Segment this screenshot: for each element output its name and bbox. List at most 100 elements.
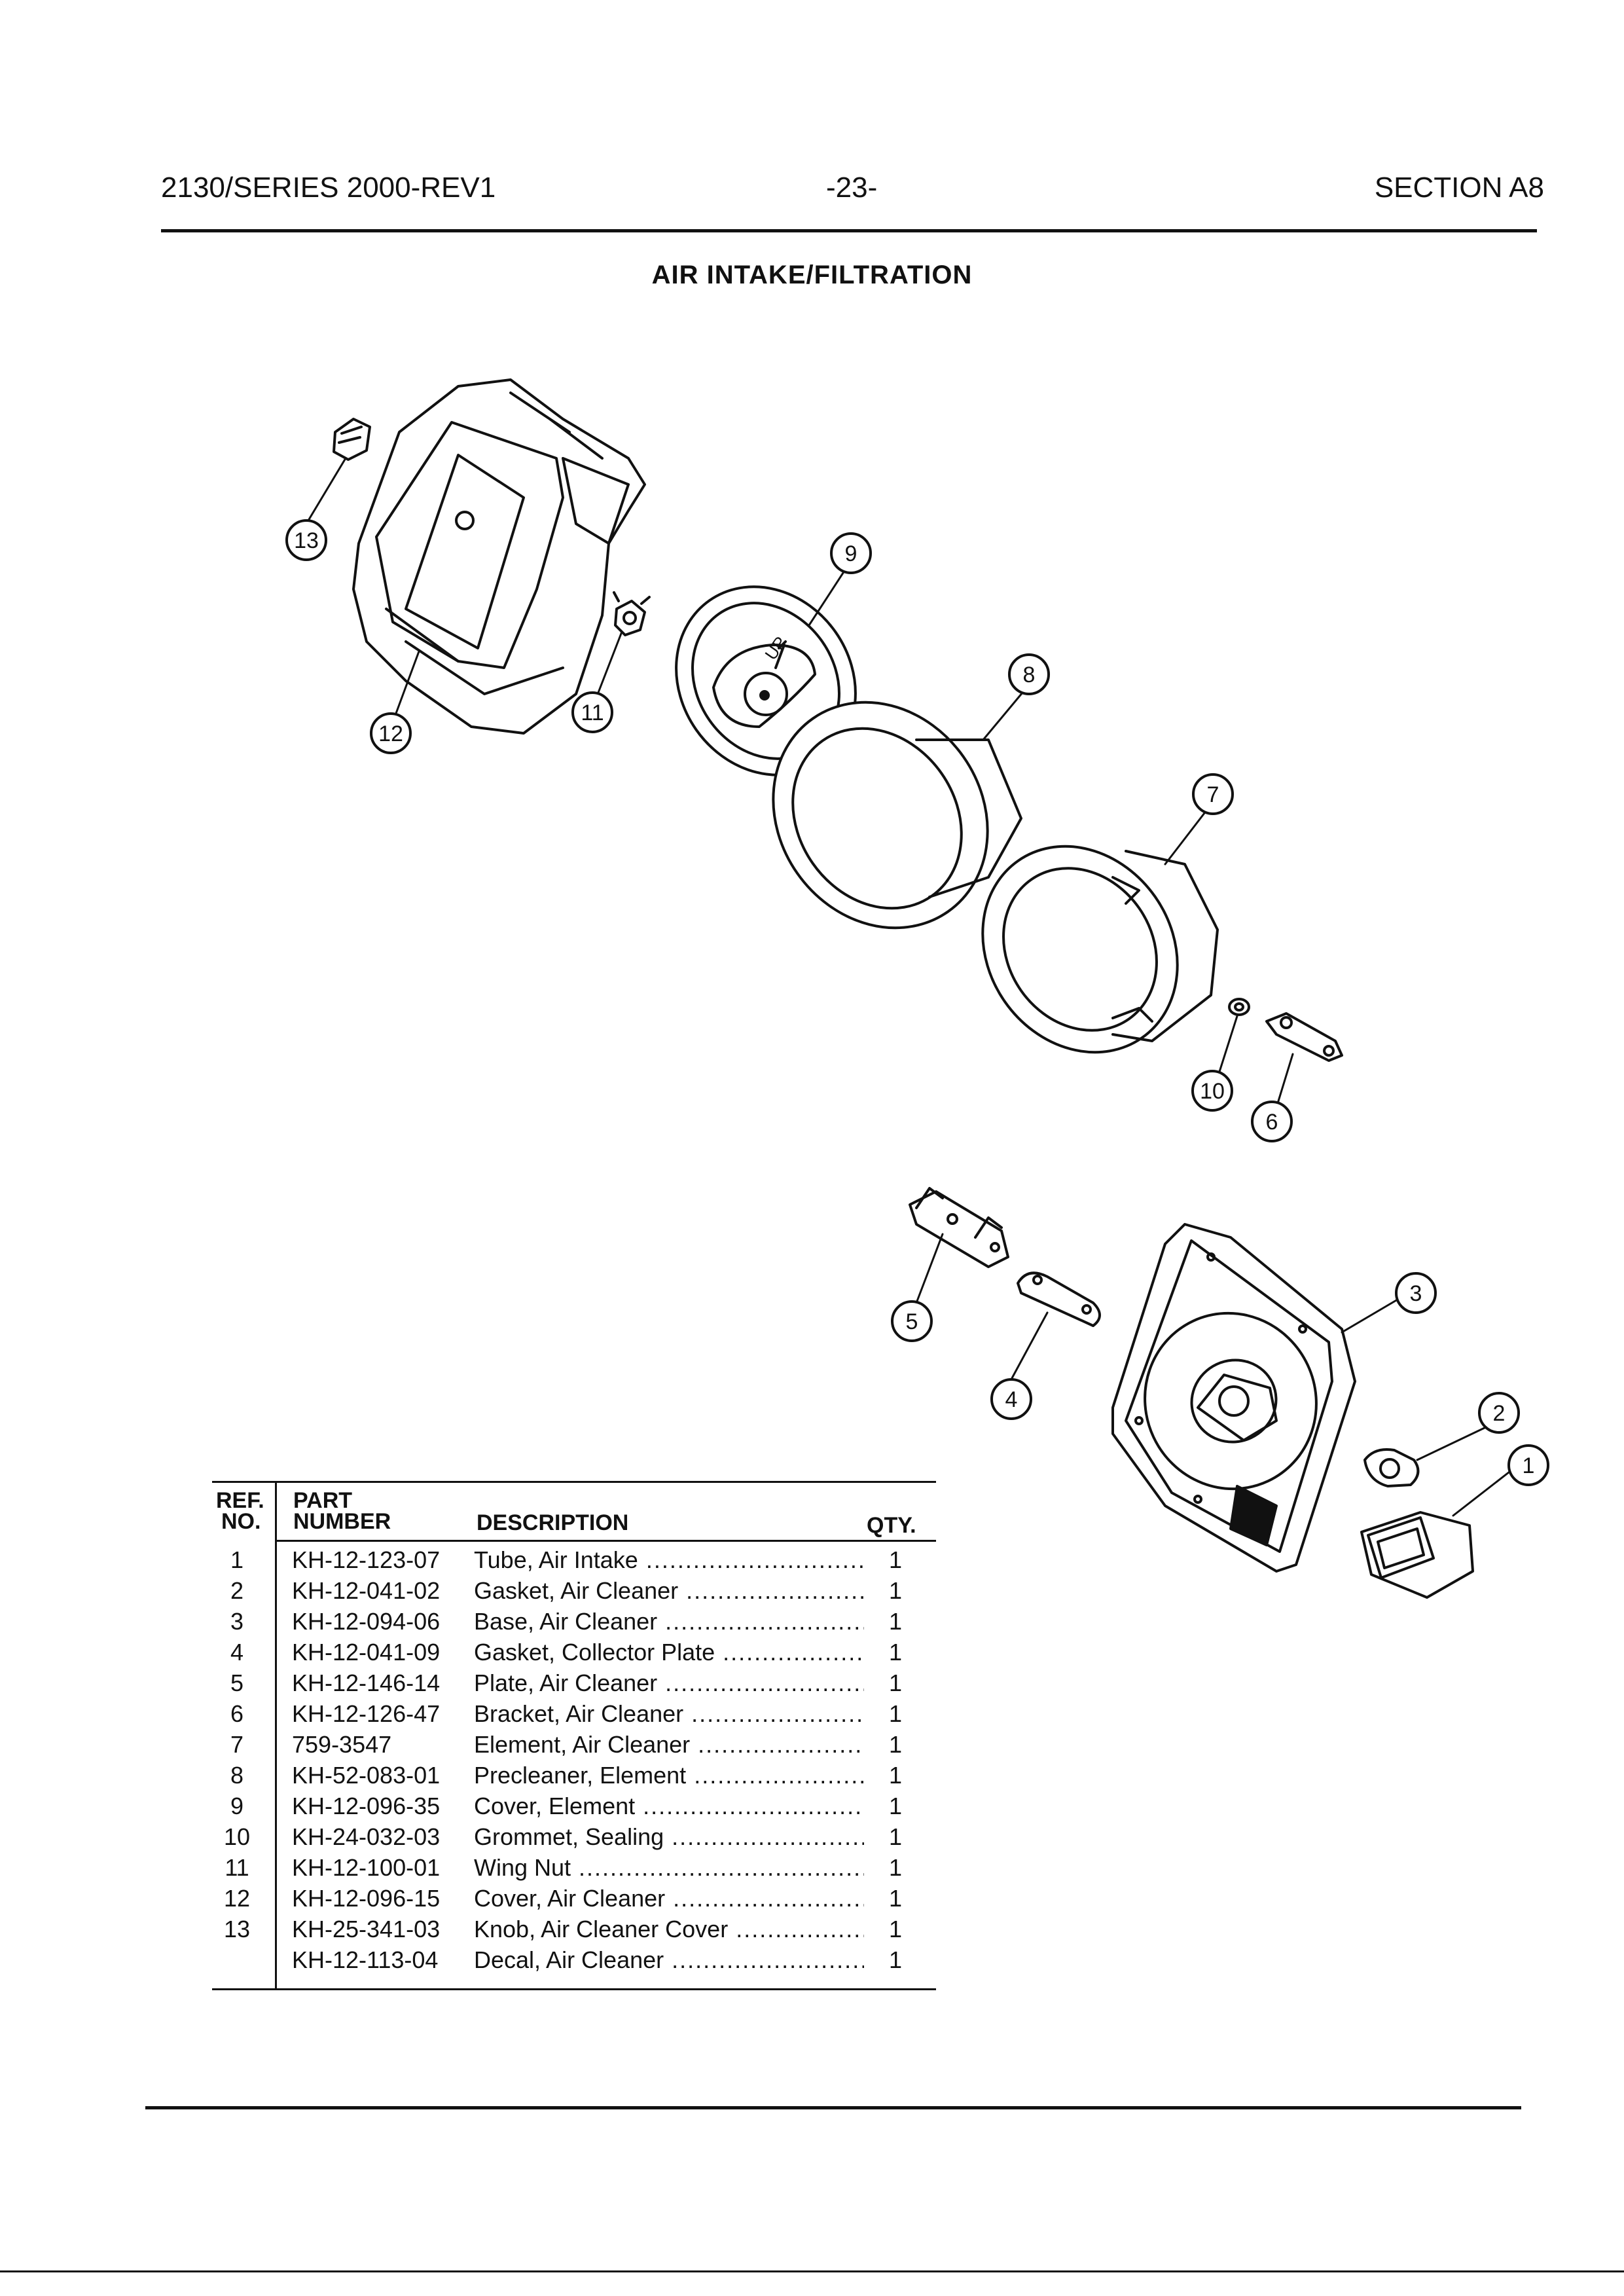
precleaner-part-8	[772, 701, 1022, 930]
dot-leader: ........................................…	[723, 1639, 864, 1666]
part-number-cell: KH-52-083-01	[292, 1762, 441, 1789]
table-row: KH-12-113-04 1 Decal, Air Cleaner ........…	[212, 1946, 936, 1977]
table-bottom-rule	[212, 1988, 936, 1990]
svg-text:1: 1	[1523, 1453, 1535, 1478]
part-number-cell: 759-3547	[292, 1731, 392, 1758]
ref-cell: 11	[225, 1854, 249, 1881]
part-number-cell: KH-12-113-04	[292, 1946, 439, 1973]
description-text: Tube, Air Intake	[474, 1546, 638, 1573]
svg-text:2: 2	[1493, 1401, 1506, 1426]
description-text: Wing Nut	[474, 1854, 571, 1881]
ref-cell: 5	[230, 1669, 244, 1696]
header-qty: QTY.	[867, 1513, 916, 1538]
qty-cell: 1	[888, 1639, 903, 1666]
dot-leader: ........................................…	[665, 1669, 864, 1696]
header-description: DESCRIPTION	[477, 1510, 629, 1535]
ref-cell: 6	[230, 1700, 244, 1727]
description-cell: Element, Air Cleaner ...................…	[474, 1731, 864, 1758]
ref-cell: 12	[223, 1885, 251, 1912]
callout-2: 2	[1478, 1392, 1520, 1434]
svg-text:10: 10	[1200, 1079, 1225, 1104]
svg-text:5: 5	[906, 1309, 918, 1334]
description-text: Cover, Air Cleaner	[474, 1885, 666, 1912]
description-text: Grommet, Sealing	[474, 1823, 664, 1850]
knob-part-13	[333, 418, 371, 461]
ref-cell: 1	[230, 1546, 244, 1573]
callout-6: 6	[1251, 1101, 1293, 1142]
qty-cell: 1	[888, 1793, 903, 1819]
dot-leader: ........................................…	[672, 1823, 864, 1850]
callout-11: 11	[571, 691, 613, 733]
part-number-cell: KH-12-096-15	[292, 1885, 441, 1912]
qty-cell: 1	[888, 1608, 903, 1635]
bracket-part-6	[1265, 1012, 1343, 1062]
ref-cell: 3	[230, 1608, 244, 1635]
header-part-line2: NUMBER	[293, 1509, 391, 1534]
svg-text:13: 13	[294, 528, 319, 553]
part-number-cell: KH-12-146-14	[292, 1669, 441, 1696]
table-row: 3 KH-12-094-06 1 Base, Air Cleaner ........…	[212, 1608, 936, 1639]
svg-text:12: 12	[378, 721, 403, 746]
svg-text:3: 3	[1410, 1281, 1422, 1306]
header-ref-line2: NO.	[221, 1509, 261, 1534]
callout-5: 5	[891, 1300, 933, 1342]
description-cell: Cover, Element .........................…	[474, 1793, 864, 1820]
dot-leader: ........................................…	[686, 1577, 864, 1604]
table-row: 1 KH-12-123-07 1 Tube, Air Intake .........…	[212, 1546, 936, 1577]
dot-leader: ........................................…	[698, 1731, 864, 1758]
footer-rule	[145, 2106, 1521, 2109]
table-header-rule	[275, 1540, 936, 1542]
qty-cell: 1	[888, 1946, 903, 1973]
description-cell: Plate, Air Cleaner .....................…	[474, 1669, 864, 1697]
description-text: Decal, Air Cleaner	[474, 1946, 664, 1973]
dot-leader: ........................................…	[643, 1793, 864, 1819]
description-cell: Grommet, Sealing .......................…	[474, 1823, 864, 1851]
wing-nut-part-11	[613, 591, 651, 636]
description-cell: Gasket, Collector Plate ................…	[474, 1639, 864, 1666]
part-number-cell: KH-12-126-47	[292, 1700, 441, 1727]
leader-lines	[305, 457, 1513, 1517]
dot-leader: ........................................…	[665, 1608, 864, 1635]
part-number-cell: KH-12-041-09	[292, 1639, 441, 1666]
ref-cell: 9	[230, 1793, 244, 1819]
qty-cell: 1	[888, 1669, 903, 1696]
description-text: Cover, Element	[474, 1793, 636, 1819]
description-text: Element, Air Cleaner	[474, 1731, 691, 1758]
page-number: -23-	[826, 172, 878, 204]
header-ref-line1: REF.	[216, 1488, 264, 1513]
plate-part-5	[909, 1187, 1009, 1268]
svg-text:7: 7	[1207, 782, 1219, 807]
dot-leader: ........................................…	[672, 1946, 864, 1973]
table-row: 12 KH-12-096-15 1 Cover, Air Cleaner ......…	[212, 1885, 936, 1916]
callout-1: 1	[1507, 1444, 1549, 1486]
description-cell: Tube, Air Intake .......................…	[474, 1546, 864, 1574]
ref-cell: 2	[230, 1577, 244, 1604]
description-text: Knob, Air Cleaner Cover	[474, 1916, 729, 1942]
qty-cell: 1	[888, 1546, 903, 1573]
ref-cell: 13	[223, 1916, 251, 1942]
air-cleaner-base-part-3	[1111, 1223, 1356, 1573]
part-number-cell: KH-25-341-03	[292, 1916, 441, 1942]
part-number-cell: KH-12-123-07	[292, 1546, 441, 1573]
dot-leader: ........................................…	[736, 1916, 864, 1942]
dot-leader: ........................................…	[673, 1885, 864, 1912]
description-text: Gasket, Collector Plate	[474, 1639, 715, 1666]
part-number-cell: KH-12-041-02	[292, 1577, 441, 1604]
qty-cell: 1	[888, 1577, 903, 1604]
table-column-divider	[275, 1481, 277, 1990]
part-number-cell: KH-12-100-01	[292, 1854, 441, 1881]
qty-cell: 1	[888, 1885, 903, 1912]
description-cell: Base, Air Cleaner ......................…	[474, 1608, 864, 1635]
description-text: Bracket, Air Cleaner	[474, 1700, 684, 1727]
callout-7: 7	[1192, 773, 1234, 815]
air-intake-tube-part-1	[1360, 1511, 1474, 1599]
part-number-cell: KH-12-094-06	[292, 1608, 441, 1635]
